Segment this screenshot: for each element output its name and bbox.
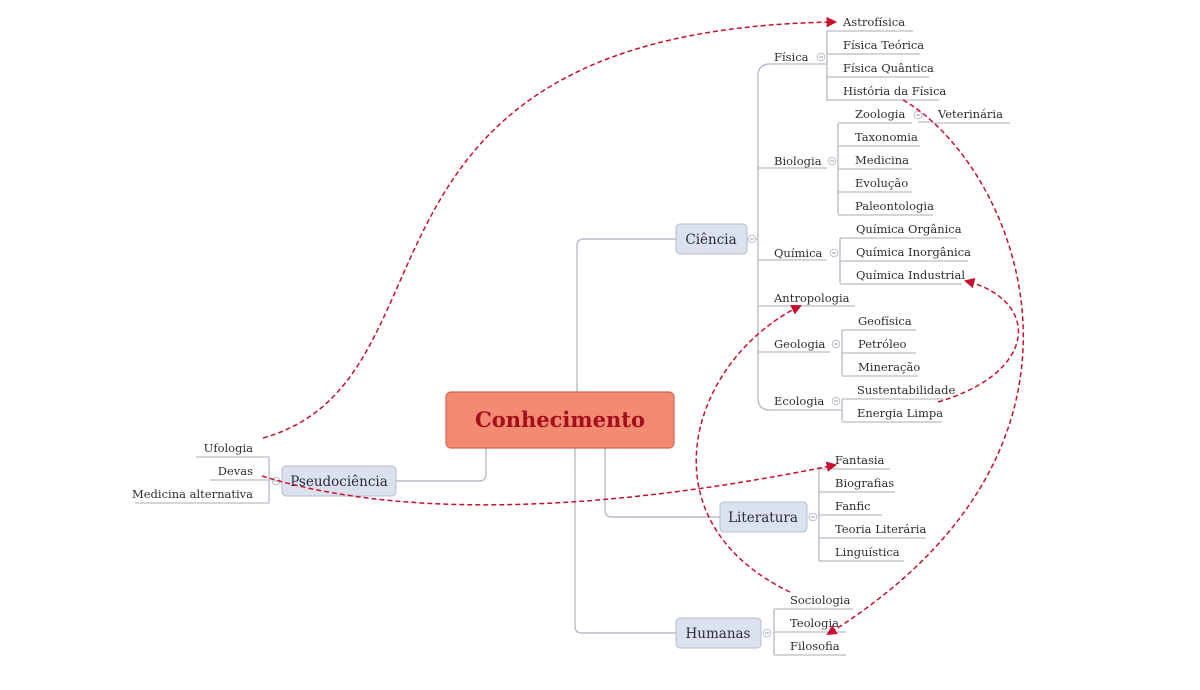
topic-veterinaria[interactable]: Veterinária: [937, 107, 1003, 121]
topic-biologia[interactable]: Biologia: [774, 154, 822, 168]
collapse-toggle-ecologia[interactable]: [831, 396, 841, 406]
topic-teoria-literaria[interactable]: Teoria Literária: [835, 522, 926, 536]
collapse-toggle-ciencia[interactable]: [747, 234, 757, 244]
topic-geologia[interactable]: Geologia: [774, 337, 826, 351]
topic-mineracao[interactable]: Mineração: [858, 360, 920, 374]
topic-quimica-organica[interactable]: Química Orgânica: [856, 222, 962, 236]
topic-devas[interactable]: Devas: [218, 464, 253, 478]
connector-pseudociencia: [396, 448, 487, 482]
topic-geofisica[interactable]: Geofísica: [858, 314, 912, 328]
collapse-toggle-biologia[interactable]: [827, 156, 837, 166]
relationships: [261, 16, 1024, 636]
collapse-toggle-geologia[interactable]: [831, 339, 841, 349]
humanas-children: Sociologia Teologia Filosofia: [774, 593, 853, 656]
collapse-toggle-fisica[interactable]: [816, 52, 826, 62]
topic-linguistica[interactable]: Linguística: [835, 545, 900, 559]
collapse-toggle-humanas[interactable]: [762, 628, 772, 638]
topic-energia-limpa[interactable]: Energia Limpa: [857, 406, 943, 420]
biologia-children: Zoologia Veterinária Taxonomia Medicina …: [838, 107, 1010, 216]
topic-teologia[interactable]: Teologia: [790, 616, 839, 630]
branch-node-ciencia[interactable]: Ciência: [675, 223, 748, 255]
topic-quimica[interactable]: Química: [774, 246, 823, 260]
relationship-historia-da-fisica-filosofia[interactable]: [826, 99, 1024, 636]
ecologia-children: Sustentabilidade Energia Limpa: [842, 383, 955, 423]
topic-evolucao[interactable]: Evolução: [855, 176, 908, 190]
branch-node-humanas[interactable]: Humanas: [675, 617, 762, 649]
root-label: Conhecimento: [475, 407, 645, 432]
connector-humanas: [574, 448, 676, 634]
topic-ecologia[interactable]: Ecologia: [774, 394, 824, 408]
fisica-children: Astrofísica Física Teórica Física Quânti…: [827, 15, 946, 101]
topic-medicina-alternativa[interactable]: Medicina alternativa: [132, 487, 253, 501]
topic-taxonomia[interactable]: Taxonomia: [855, 130, 918, 144]
topic-biografias[interactable]: Biografias: [835, 476, 894, 490]
topic-filosofia[interactable]: Filosofia: [790, 639, 840, 653]
topic-sociologia[interactable]: Sociologia: [790, 593, 850, 607]
topic-ufologia[interactable]: Ufologia: [204, 441, 254, 455]
geologia-children: Geofísica Petróleo Mineração: [842, 314, 920, 377]
topic-zoologia[interactable]: Zoologia: [855, 107, 905, 121]
collapse-toggles: [271, 52, 923, 638]
topic-petroleo[interactable]: Petróleo: [858, 337, 907, 351]
connector-ciencia: [576, 238, 676, 392]
topic-antropologia[interactable]: Antropologia: [773, 291, 850, 305]
literatura-children: Fantasia Biografias Fanfic Teoria Literá…: [819, 453, 926, 562]
root-node[interactable]: Conhecimento: [445, 391, 675, 449]
pseudociencia-children: Ufologia Devas Medicina alternativa: [132, 441, 269, 504]
relationship-sociologia-antropologia[interactable]: [695, 304, 802, 593]
relationship-ufologia-astrofisica[interactable]: [262, 16, 838, 439]
branch-node-literatura[interactable]: Literatura: [719, 501, 808, 533]
topic-fisica-teorica[interactable]: Física Teórica: [843, 38, 924, 52]
branch-label-pseudociencia: Pseudociência: [290, 474, 388, 490]
collapse-toggle-literatura[interactable]: [808, 512, 818, 522]
topic-astrofisica[interactable]: Astrofísica: [842, 15, 905, 29]
topic-fisica-quantica[interactable]: Física Quântica: [843, 61, 934, 75]
topic-fantasia[interactable]: Fantasia: [835, 453, 885, 467]
connector-literatura: [604, 448, 720, 518]
topic-fisica[interactable]: Física: [774, 50, 809, 64]
topic-quimica-industrial[interactable]: Química Industrial: [856, 268, 965, 282]
branch-label-humanas: Humanas: [686, 626, 751, 642]
topic-paleontologia[interactable]: Paleontologia: [855, 199, 934, 213]
topic-quimica-inorganica[interactable]: Química Inorgânica: [856, 245, 971, 259]
topic-medicina[interactable]: Medicina: [855, 153, 909, 167]
topic-fanfic[interactable]: Fanfic: [835, 499, 871, 513]
branch-label-literatura: Literatura: [728, 510, 798, 526]
quimica-children: Química Orgânica Química Inorgânica Quím…: [840, 222, 971, 285]
topic-historia-da-fisica[interactable]: História da Física: [843, 84, 946, 98]
relationship-energia-limpa-quimica-industrial[interactable]: [937, 278, 1020, 403]
collapse-toggle-quimica[interactable]: [829, 248, 839, 258]
branch-label-ciencia: Ciência: [685, 232, 736, 248]
root-connectors: [396, 238, 720, 634]
collapse-toggle-zoologia[interactable]: [913, 110, 923, 120]
branch-node-pseudociencia[interactable]: Pseudociência: [281, 465, 397, 497]
relationship-devas-fantasia[interactable]: [261, 461, 838, 506]
topic-sustentabilidade[interactable]: Sustentabilidade: [857, 383, 955, 397]
